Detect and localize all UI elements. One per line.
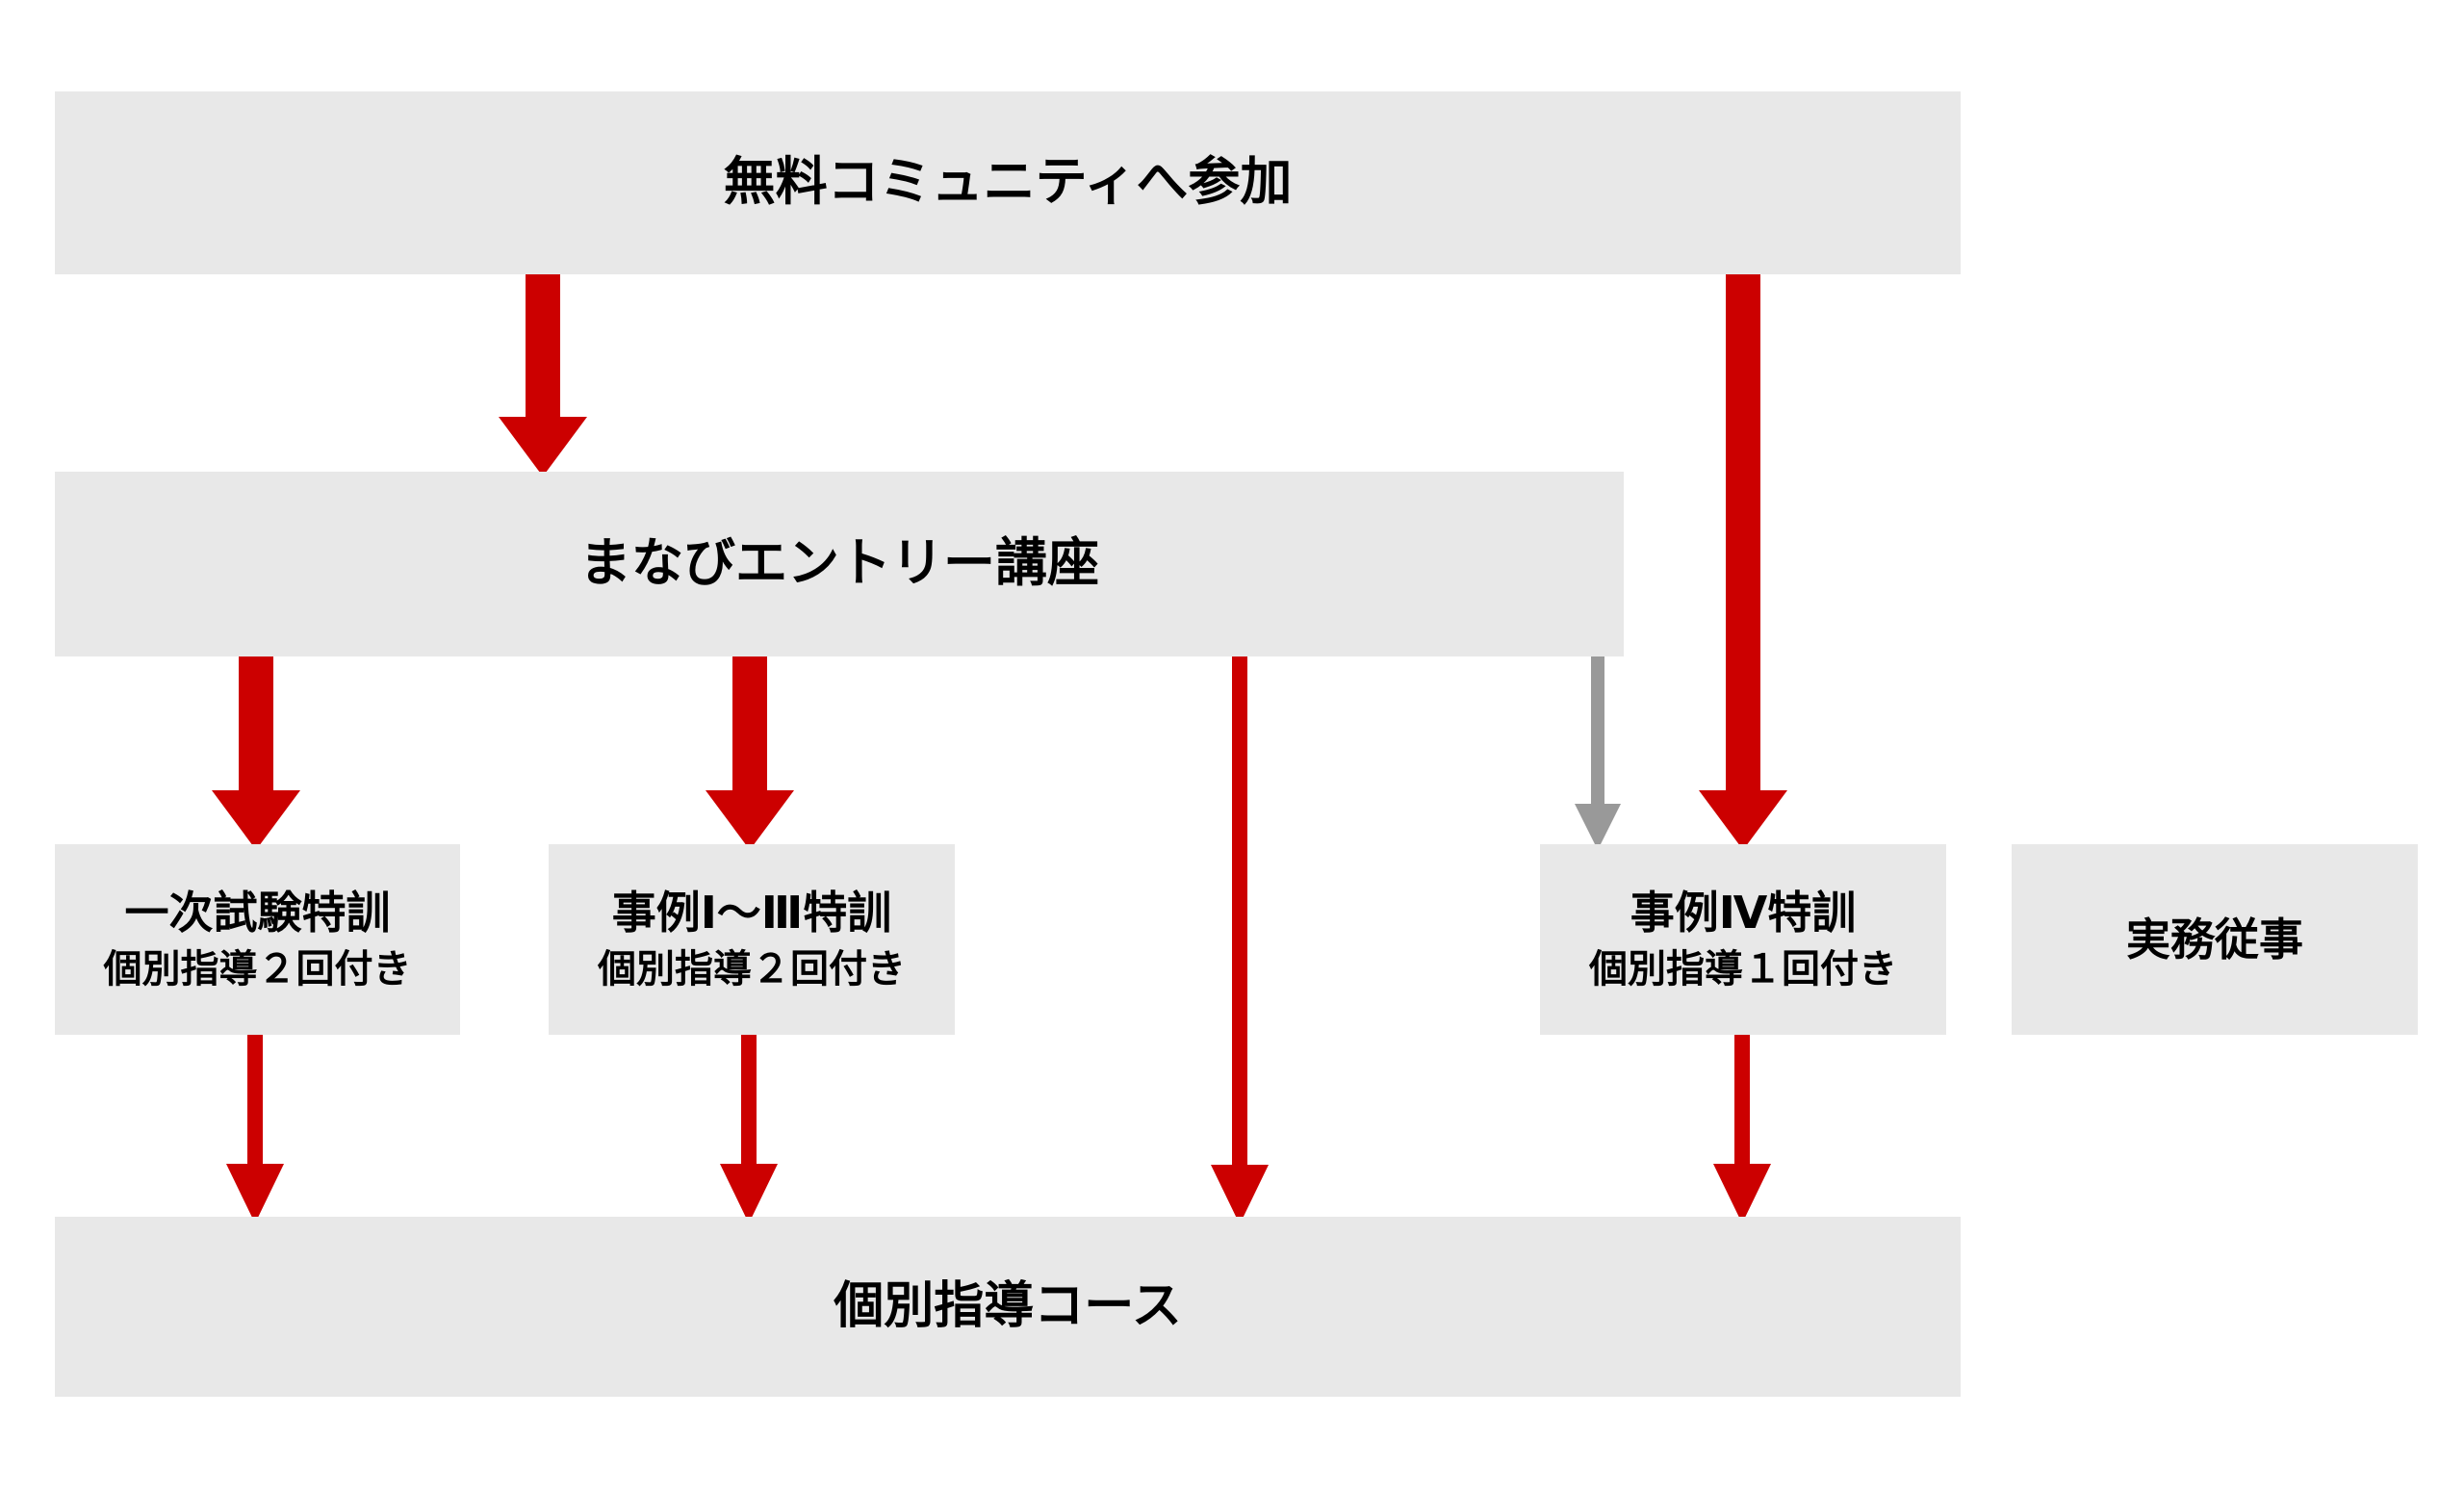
arrow-entry-to-individual-course (1211, 655, 1269, 1224)
node-free-community-label: 無料コミュニティへ参加 (723, 153, 1293, 212)
arrow-case1to3-to-individual-course (720, 1033, 778, 1223)
node-case4-training-sublabel: 個別指導１回付き (1589, 947, 1897, 991)
arrow-entry-to-case4-gray (1575, 655, 1621, 850)
node-individual-course-label: 個別指導コース (834, 1277, 1182, 1334)
arrow-community-to-entry (499, 272, 587, 476)
arrow-case4-to-individual-course (1713, 1033, 1771, 1223)
node-primary-exam-training[interactable]: 一次試験特訓 個別指導２回付き (55, 844, 460, 1035)
node-individual-course[interactable]: 個別指導コース (55, 1217, 1961, 1397)
node-case4-training-label: 事例Ⅳ特訓 (1630, 888, 1857, 939)
node-free-community[interactable]: 無料コミュニティへ参加 (55, 91, 1961, 274)
node-case1-to-3-training-sublabel: 個別指導２回付き (598, 947, 906, 991)
node-case1-to-3-training[interactable]: 事例Ⅰ～Ⅲ特訓 個別指導２回付き (549, 844, 955, 1035)
node-primary-exam-training-sublabel: 個別指導２回付き (103, 947, 412, 991)
node-case1-to-3-training-label: 事例Ⅰ～Ⅲ特訓 (611, 888, 892, 939)
node-primary-exam-training-label: 一次試験特訓 (124, 888, 391, 939)
arrow-community-to-case4 (1699, 272, 1787, 850)
node-practical-work[interactable]: 実務従事 (2012, 844, 2418, 1035)
node-entry-course[interactable]: まなびエントリー講座 (55, 472, 1624, 656)
node-entry-course-label: まなびエントリー講座 (579, 534, 1099, 593)
node-case4-training[interactable]: 事例Ⅳ特訓 個別指導１回付き (1540, 844, 1946, 1035)
arrow-primary-exam-to-individual-course (226, 1033, 284, 1223)
arrow-entry-to-case1to3 (706, 655, 794, 850)
arrow-entry-to-primary-exam (212, 655, 300, 850)
node-practical-work-label: 実務従事 (2126, 914, 2303, 965)
